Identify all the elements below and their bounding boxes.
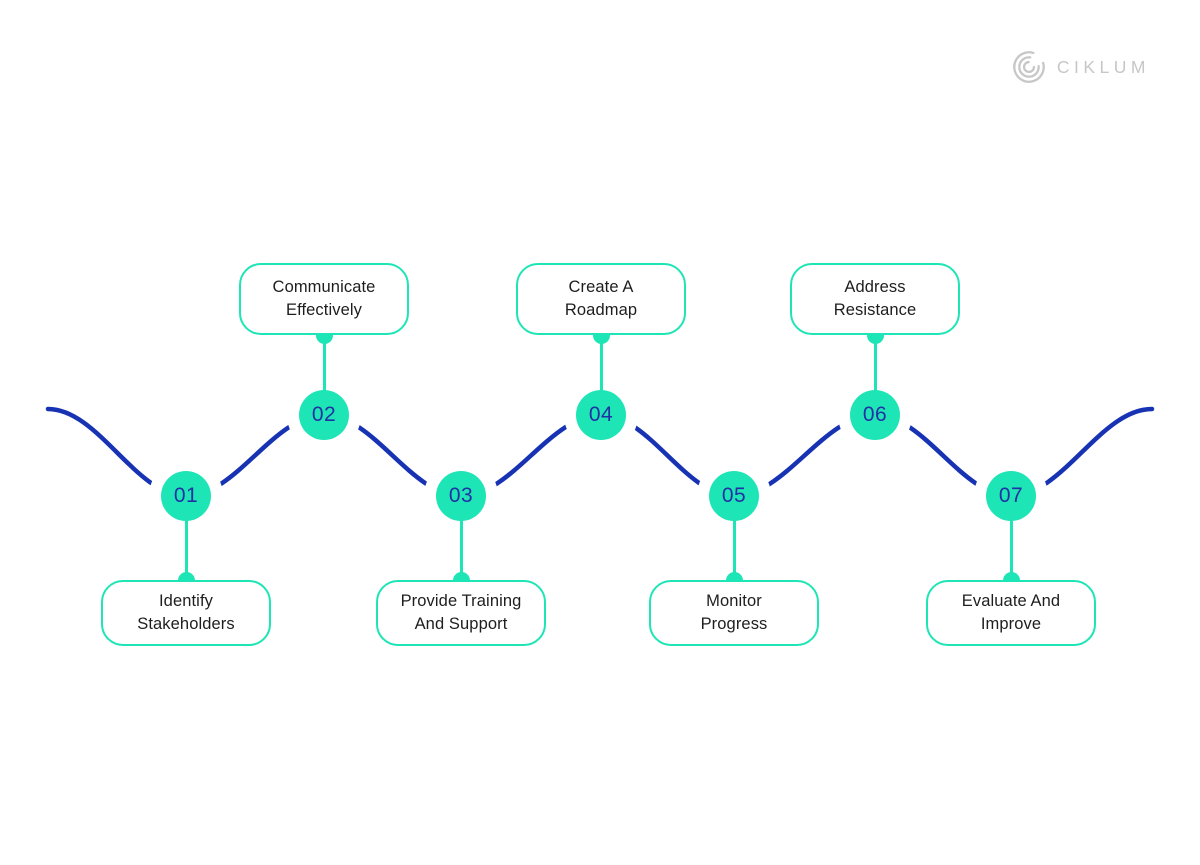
step-number-bubble: 06: [850, 390, 900, 440]
step-connector-line: [599, 335, 603, 415]
step-label: Create A Roadmap: [564, 278, 638, 319]
step-number: 03: [448, 484, 474, 507]
step-connector-line: [459, 496, 463, 580]
step-number-bubble: 07: [986, 471, 1036, 521]
step-label: Communicate Effectively: [272, 278, 376, 319]
brand-logo: CIKLUM: [1010, 48, 1150, 86]
step-number: 05: [721, 484, 747, 507]
step-number-bubble: 02: [299, 390, 349, 440]
step-number-bubble: 05: [709, 471, 759, 521]
step-number: 01: [173, 484, 199, 507]
step-label: Provide Training And Support: [400, 592, 522, 633]
step-label: Monitor Progress: [700, 592, 768, 633]
step-number: 04: [588, 403, 614, 426]
step-label-box: Identify Stakeholders: [101, 580, 271, 646]
step-number: 07: [998, 484, 1024, 507]
step-label-box: Communicate Effectively: [239, 263, 409, 335]
step-number: 02: [311, 403, 337, 426]
ciklum-logo-icon: [1013, 51, 1045, 83]
step-label: Evaluate And Improve: [961, 592, 1061, 633]
step-number: 06: [862, 403, 888, 426]
step-number-bubble: 03: [436, 471, 486, 521]
step-label: Identify Stakeholders: [137, 592, 235, 633]
step-label-box: Address Resistance: [790, 263, 960, 335]
step-connector-line: [873, 335, 877, 415]
step-connector-line: [184, 496, 188, 580]
step-number-bubble: 04: [576, 390, 626, 440]
step-label-box: Evaluate And Improve: [926, 580, 1096, 646]
step-connector-line: [1009, 496, 1013, 580]
brand-name: CIKLUM: [1056, 56, 1150, 77]
step-label-box: Provide Training And Support: [376, 580, 546, 646]
step-connector-line: [322, 335, 326, 415]
step-label-box: Create A Roadmap: [516, 263, 686, 335]
step-label: Address Resistance: [833, 278, 917, 319]
step-connector-line: [732, 496, 736, 580]
step-label-box: Monitor Progress: [649, 580, 819, 646]
step-number-bubble: 01: [161, 471, 211, 521]
